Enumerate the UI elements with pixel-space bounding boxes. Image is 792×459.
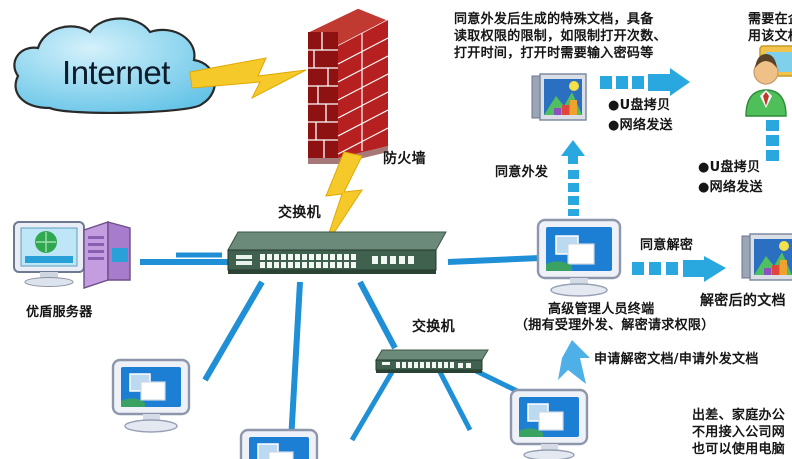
lightning-arrow-internet-firewall [189,57,307,100]
network-switch-icon [375,349,489,373]
outgoing-document-node [530,72,588,124]
approve-decrypt-label: 同意解密 [640,238,694,253]
switch-main-node [222,228,452,280]
switch-secondary-node [372,348,492,376]
admin-terminal-label-line1: 高级管理人员终端 [548,302,655,317]
external-user-node [742,45,792,117]
admin-terminal-node [534,218,624,300]
client-terminal-3 [508,388,592,459]
cloud-icon [13,17,216,115]
link-switch-client1 [202,280,265,382]
special-document-icon [531,73,587,121]
special-document-note: 同意外发后生成的特殊文档，具备 读取权限的限制，如限制打开次数、 打开时间，打开… [454,12,667,61]
server-node [12,218,147,298]
link-switch-switch2 [357,280,398,350]
server-monitor-icon [13,221,131,289]
admin-terminal-label-line2: （拥有受理外发、解密请求权限） [515,318,715,333]
link-switch2-client4 [437,370,473,432]
person-icon [745,45,792,117]
approve-outgoing-label: 同意外发 [495,165,549,180]
link-switch2-client3 [349,370,395,442]
copy-flow-arrow-middle [766,120,779,161]
approve-outgoing-arrow [561,140,585,216]
internet-label: Internet [62,54,170,91]
lightning-arrow-firewall-switch [323,151,364,249]
desktop-monitor-icon [509,388,589,459]
copy-method-bottom-network: ●网络发送 [698,180,763,195]
switch-secondary-label: 交换机 [412,319,455,335]
desktop-monitor-icon [239,428,319,459]
copy-method-top-network: ●网络发送 [608,118,673,133]
decrypted-document-node [740,232,792,284]
request-label: 申请解密文档/申请外发文档 [594,352,759,367]
decrypted-document-label: 解密后的文档 [700,293,786,309]
copy-method-bottom-usb: ●U盘拷贝 [698,160,761,175]
firewall-label: 防火墙 [383,151,426,167]
decrypted-document-icon [741,233,792,281]
client-terminal-1 [110,358,194,436]
request-arrow [558,340,590,384]
internet-cloud-node: Internet [6,12,226,132]
brick-wall-icon [306,7,390,164]
enterprise-note: 需要在企业 用该文档的 [748,12,792,44]
server-label: 优盾服务器 [26,305,93,320]
copy-flow-arrow-top [600,68,690,96]
switch-main-label: 交换机 [278,205,321,221]
copy-method-top-usb: ●U盘拷贝 [608,98,671,113]
client-terminal-2 [238,428,322,459]
link-switch-admin [447,255,541,265]
remote-office-note: 出差、家庭办公 不用接入公司网 也可以使用电脑 [692,408,786,457]
desktop-monitor-icon [111,358,191,433]
firewall-node [300,6,395,181]
approve-decrypt-arrow [632,256,726,282]
desktop-monitor-icon [536,218,622,297]
network-switch-icon [227,231,447,274]
